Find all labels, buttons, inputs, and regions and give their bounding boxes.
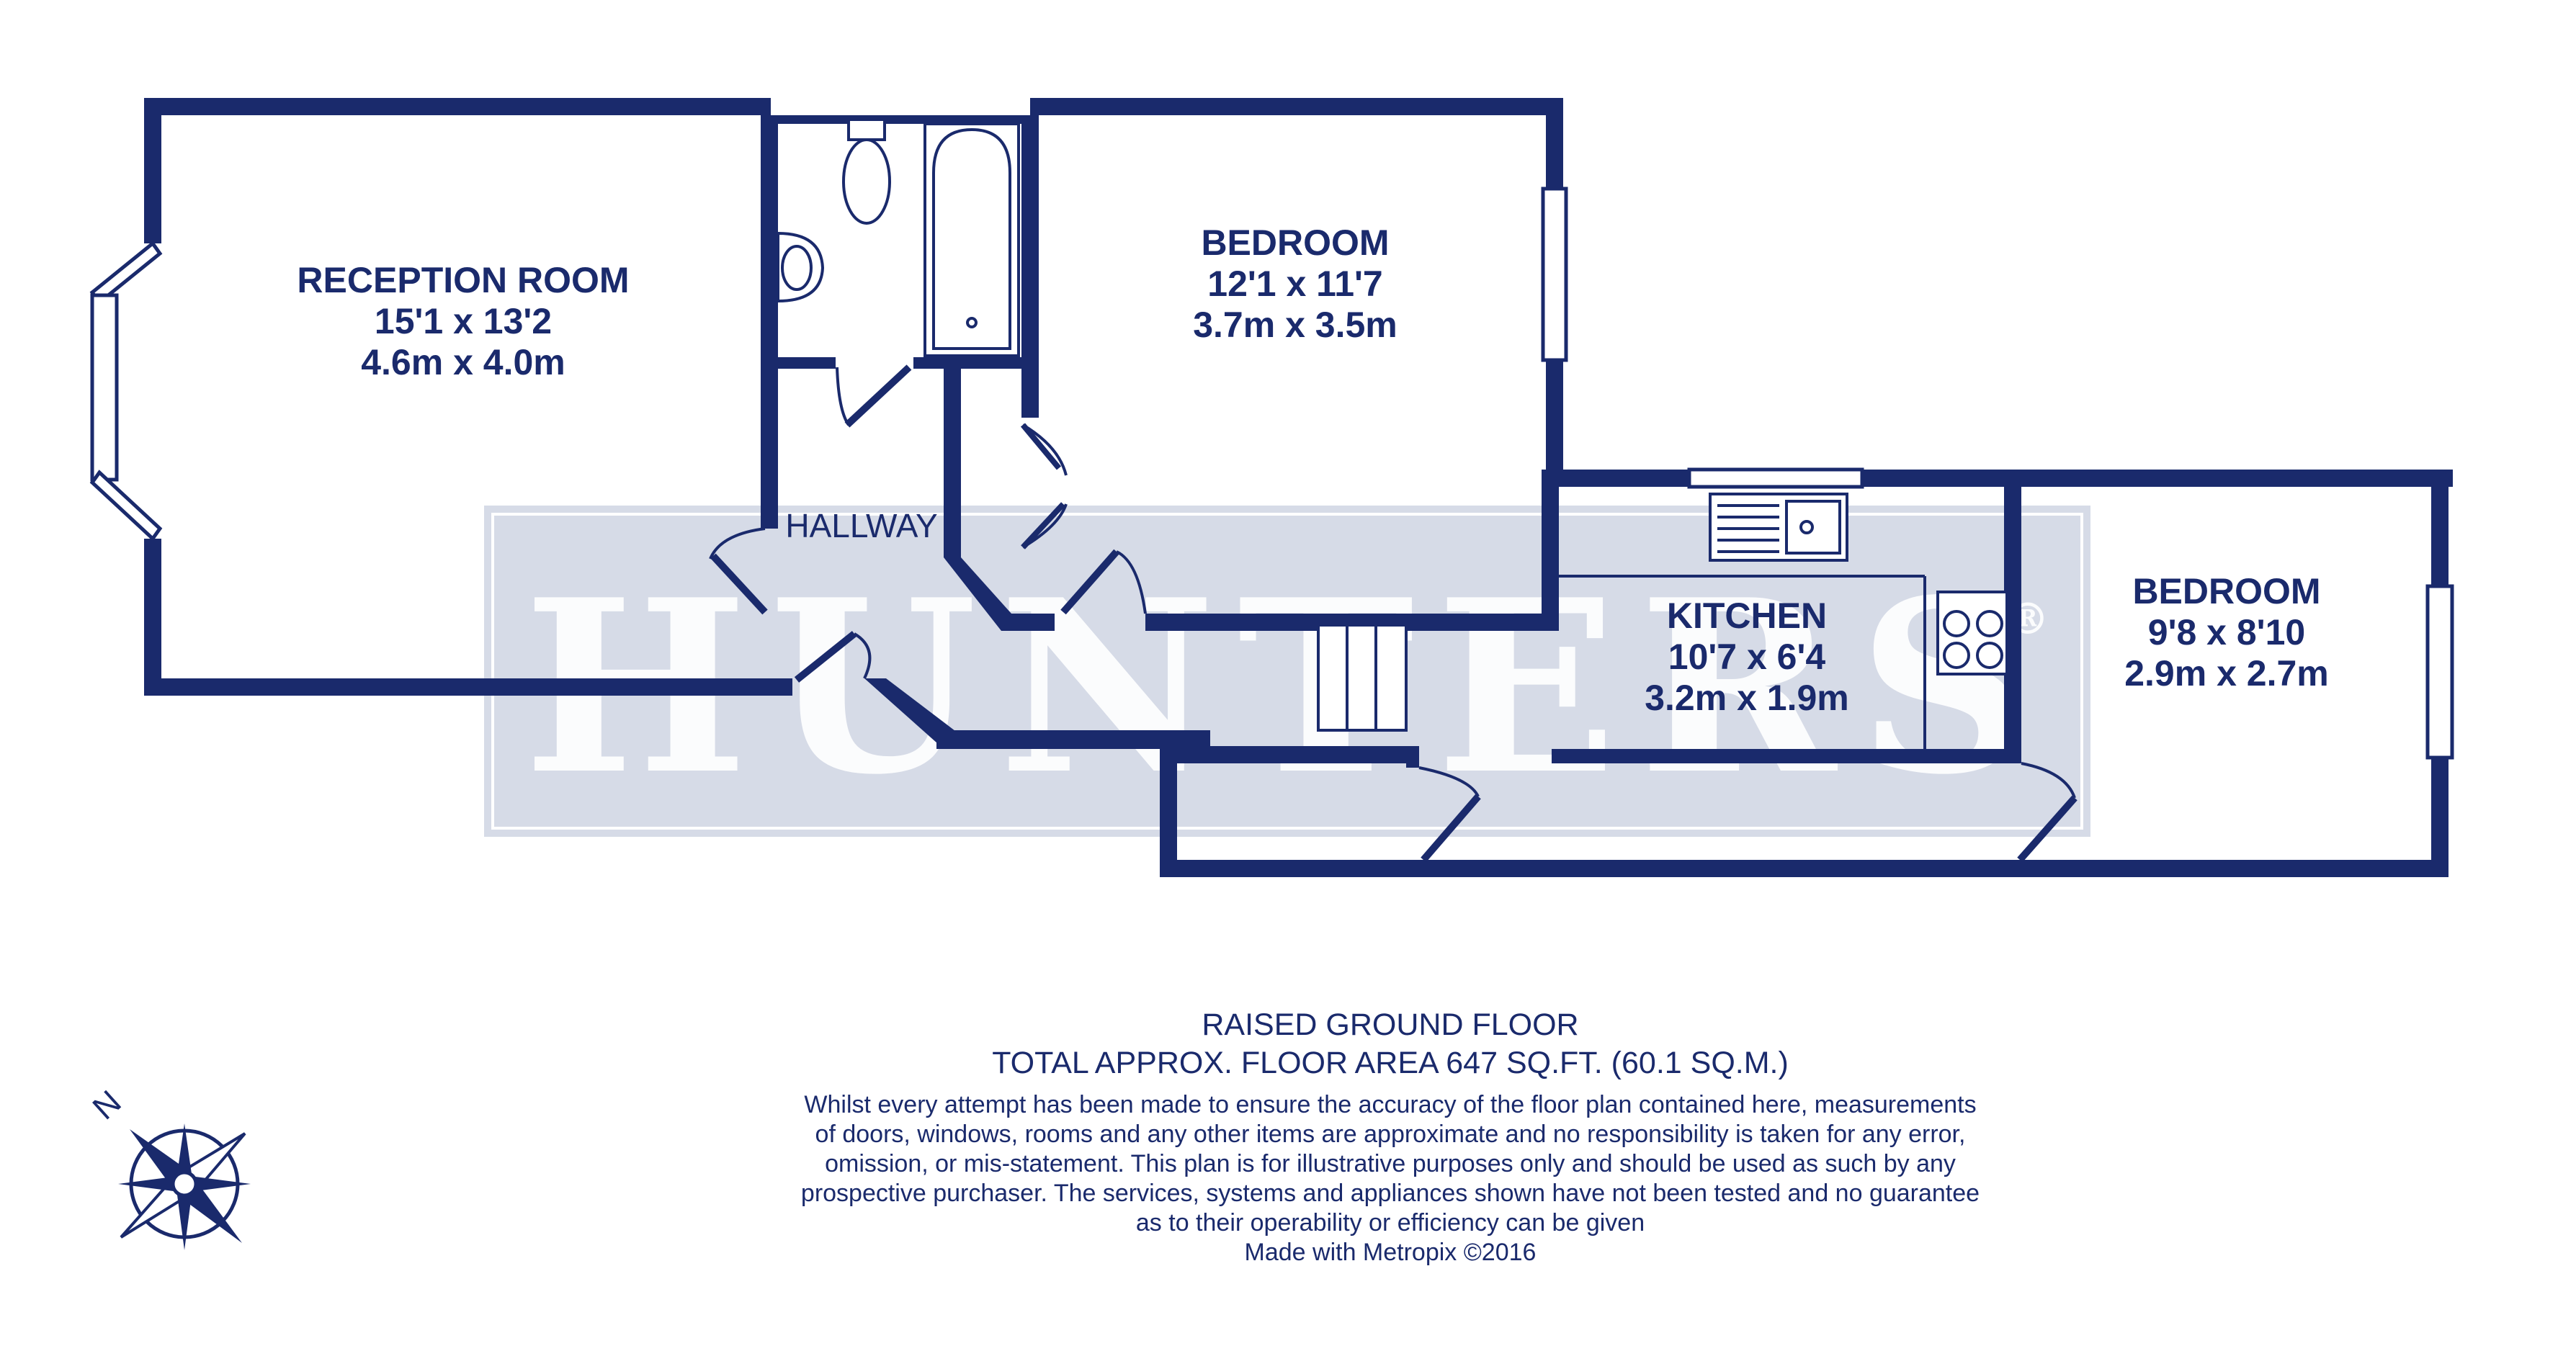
stairs [1317, 624, 1408, 732]
watermark: HUNTERS ® [484, 506, 2090, 837]
door [844, 364, 912, 428]
wall [1546, 360, 1563, 487]
bath-inner [932, 127, 1011, 350]
door-swing [853, 632, 872, 679]
wall [2431, 758, 2448, 877]
door-swing [2021, 762, 2076, 799]
wall [2431, 470, 2448, 586]
window [1687, 467, 1864, 489]
bedroom-2-imperial: 9'8 x 8'10 [2148, 612, 2305, 652]
wall [1552, 749, 2016, 763]
wall [771, 115, 1030, 124]
bedroom-2-name: BEDROOM [2132, 571, 2320, 611]
wall [944, 369, 961, 557]
wall [144, 98, 771, 115]
door [1421, 794, 1481, 863]
wall [1160, 746, 1177, 877]
toilet-bowl [842, 138, 891, 225]
disclaimer-line: of doors, windows, rooms and any other i… [815, 1121, 1966, 1148]
basin-bowl [781, 245, 813, 291]
hob-ring [1943, 642, 1970, 669]
door-swing [1021, 423, 1068, 476]
compass-north-label: N [85, 1083, 128, 1127]
wall [1542, 470, 1689, 487]
wall [913, 357, 1021, 369]
door [2017, 795, 2078, 863]
window [2425, 584, 2454, 760]
doors [709, 364, 2078, 863]
reception-room-imperial: 15'1 x 13'2 [375, 301, 552, 341]
wall [144, 678, 792, 696]
disclaimer-line: Whilst every attempt has been made to en… [804, 1091, 1977, 1118]
door [1021, 502, 1065, 549]
bathroom-fixtures [777, 118, 1020, 357]
bedroom-1-metric: 3.7m x 3.5m [1193, 305, 1397, 345]
disclaimer-line: omission, or mis-statement. This plan is… [825, 1150, 1956, 1177]
kitchen-name: KITCHEN [1667, 596, 1827, 636]
bay-window [89, 470, 163, 542]
hob-ring [1943, 610, 1970, 637]
toilet-cistern [847, 118, 886, 141]
door-swing [709, 527, 766, 560]
total-floor-area: TOTAL APPROX. FLOOR AREA 647 SQ.FT. (60.… [992, 1046, 1789, 1080]
kitchen-fixtures [1552, 493, 2008, 749]
reception-room-name: RECEPTION ROOM [297, 260, 629, 300]
door [1060, 549, 1119, 615]
compass-point [176, 1184, 193, 1250]
hob-ring [1976, 642, 2003, 669]
door [794, 631, 857, 683]
door-swing [1021, 503, 1068, 549]
wall [1021, 115, 1039, 418]
watermark-frame [491, 513, 2083, 830]
sink-drain [1799, 520, 1814, 534]
kitchen-metric: 3.2m x 1.9m [1645, 678, 1849, 718]
window [1541, 187, 1568, 362]
door-swing [1418, 766, 1480, 797]
made-with-credit: Made with Metropix ©2016 [1244, 1239, 1537, 1266]
door [1020, 423, 1062, 470]
wall [936, 730, 1210, 749]
wall [2017, 470, 2453, 487]
disclaimer-line: as to their operability or efficiency ca… [1135, 1209, 1645, 1236]
wall [771, 357, 836, 369]
compass-point [118, 1175, 184, 1193]
wall [944, 557, 1011, 631]
door-swing [1116, 550, 1147, 614]
door-swing [836, 367, 850, 426]
wall [1160, 860, 2448, 877]
bay-window [90, 293, 119, 482]
compass-point [184, 1175, 251, 1193]
disclaimer: Whilst every attempt has been made to en… [720, 1090, 2060, 1238]
wall [144, 539, 161, 696]
wall [1546, 98, 1563, 189]
wall [1160, 746, 1419, 763]
room-labels: RECEPTION ROOM 15'1 x 13'2 4.6m x 4.0m B… [297, 223, 2328, 718]
wall [1030, 98, 1563, 115]
disclaimer-line: prospective purchaser. The services, sys… [800, 1180, 1980, 1207]
hob-ring [1976, 610, 2003, 637]
compass-point [176, 1123, 193, 1184]
wall [1406, 746, 1419, 768]
stairs-outline [1317, 624, 1408, 732]
bedroom-1-imperial: 12'1 x 11'7 [1207, 264, 1382, 304]
compass-center [171, 1170, 198, 1198]
wall [1001, 614, 1055, 631]
windows [89, 187, 2454, 760]
wall [1542, 478, 1559, 631]
door [710, 553, 768, 615]
bath-tap [966, 317, 978, 328]
reception-room-metric: 4.6m x 4.0m [361, 342, 565, 382]
walls [144, 98, 2453, 877]
bedroom-1-name: BEDROOM [1201, 223, 1389, 263]
hallway-label: HALLWAY [785, 507, 937, 544]
wall [864, 678, 958, 749]
wall [144, 98, 161, 243]
compass-rose-icon: N [85, 1083, 251, 1250]
bedroom-2-metric: 2.9m x 2.7m [2124, 653, 2329, 694]
kitchen-imperial: 10'7 x 6'4 [1668, 637, 1826, 677]
wall [761, 115, 778, 529]
wall [1862, 470, 2021, 487]
floor-name: RAISED GROUND FLOOR [1202, 1007, 1579, 1042]
